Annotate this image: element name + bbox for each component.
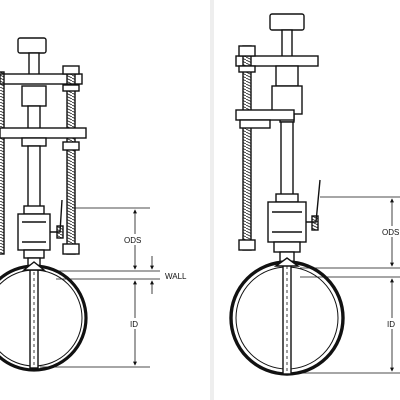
right-ods-label: ODS xyxy=(382,228,399,237)
left-ods-label: ODS xyxy=(124,236,141,245)
left-valve-body xyxy=(17,213,51,251)
left-lower-bracket xyxy=(0,127,87,139)
right-shaft xyxy=(280,121,294,203)
left-shaft xyxy=(27,145,41,211)
left-t-handle xyxy=(17,37,47,54)
right-id-label: ID xyxy=(387,320,395,329)
right-valve-body xyxy=(267,201,307,243)
right-threaded-rod xyxy=(242,45,252,251)
left-dimensions xyxy=(40,207,160,368)
left-assembly xyxy=(0,37,88,372)
right-t-handle xyxy=(269,13,305,31)
left-id-label: ID xyxy=(130,320,138,329)
right-assembly xyxy=(229,13,345,376)
left-threaded-rod-left xyxy=(0,71,5,255)
left-threaded-rod-right xyxy=(66,71,76,255)
left-top-crossbar xyxy=(0,73,83,85)
right-lower-bracket xyxy=(235,109,295,121)
panel-divider xyxy=(210,0,214,400)
left-wall-label: WALL xyxy=(165,272,187,281)
